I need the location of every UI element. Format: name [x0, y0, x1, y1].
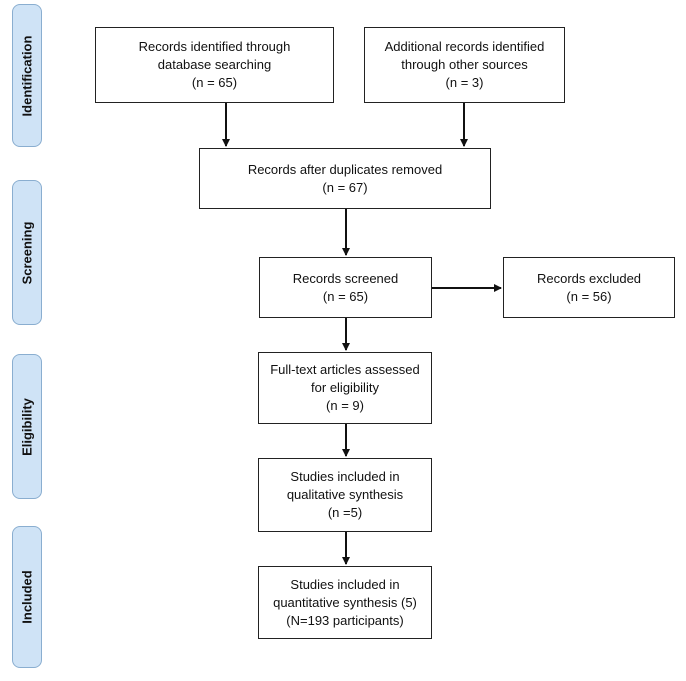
stage-included: Included: [12, 526, 42, 668]
box-qualitative-synthesis: Studies included in qualitative synthesi…: [258, 458, 432, 532]
box-qualitative-synthesis-text: Studies included in qualitative synthesi…: [286, 469, 404, 520]
box-quantitative-synthesis: Studies included in quantitative synthes…: [258, 566, 432, 639]
stage-identification: Identification: [12, 4, 42, 147]
stage-screening: Screening: [12, 180, 42, 325]
box-database-search-text: Records identified through database sear…: [138, 39, 291, 90]
box-other-sources-text: Additional records identified through ot…: [384, 39, 545, 90]
box-duplicates-removed: Records after duplicates removed (n = 67…: [199, 148, 491, 209]
box-records-screened-text: Records screened (n = 65): [292, 270, 399, 304]
box-database-search: Records identified through database sear…: [95, 27, 334, 103]
box-records-screened: Records screened (n = 65): [259, 257, 432, 318]
box-quantitative-synthesis-text: Studies included in quantitative synthes…: [273, 576, 417, 628]
stage-eligibility: Eligibility: [12, 354, 42, 499]
box-records-excluded: Records excluded (n = 56): [503, 257, 675, 318]
box-full-text-assessed: Full-text articles assessed for eligibil…: [258, 352, 432, 424]
box-records-excluded-text: Records excluded (n = 56): [536, 270, 642, 304]
box-full-text-assessed-text: Full-text articles assessed for eligibil…: [270, 362, 420, 413]
box-other-sources: Additional records identified through ot…: [364, 27, 565, 103]
box-duplicates-removed-text: Records after duplicates removed (n = 67…: [247, 161, 443, 195]
